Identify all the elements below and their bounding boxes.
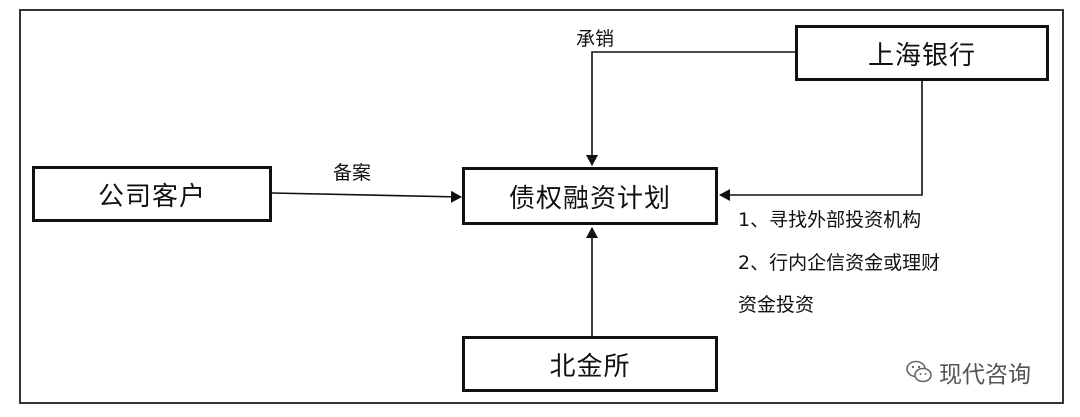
note-line-2: 2、行内企信资金或理财 [738,252,941,274]
edge-customer-filing [271,190,462,203]
wechat-icon [906,360,932,383]
node-debt-financing-plan: 债权融资计划 [462,167,718,225]
node-corporate-client: 公司客户 [32,166,272,222]
note-line-3: 资金投资 [738,294,815,316]
edge-bank-underwrite [586,51,796,166]
note-line-1: 1、寻找外部投资机构 [738,209,922,231]
edge-label-underwrite: 承销 [576,28,615,50]
node-shanghai-bank: 上海银行 [795,25,1049,81]
node-shanghai-bank-label: 上海银行 [867,40,976,71]
node-beijing-exchange: 北金所 [462,336,718,392]
edge-bank-plan [719,80,923,201]
edge-label-filing: 备案 [333,162,372,184]
node-corporate-client-label: 公司客户 [97,181,206,212]
watermark: 现代咨询 [905,355,1031,389]
node-debt-financing-plan-label: 债权融资计划 [508,183,671,214]
node-beijing-exchange-label: 北金所 [549,351,631,382]
watermark-text: 现代咨询 [939,362,1031,388]
diagram-frame [19,9,1064,404]
